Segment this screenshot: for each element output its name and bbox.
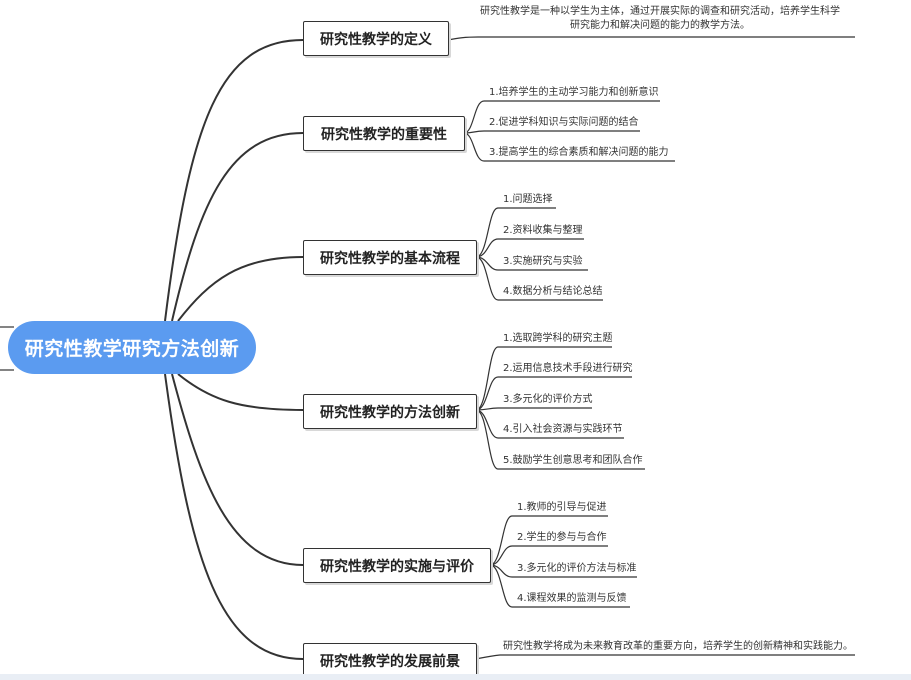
leaf-implementation-1[interactable]: 1.教师的引导与促进 [517,502,607,513]
branch-topic-importance[interactable]: 研究性教学的重要性 [303,116,465,151]
leaf-process-3[interactable]: 3.实施研究与实验 [503,256,583,267]
leaf-implementation-3[interactable]: 3.多元化的评价方法与标准 [517,563,637,574]
branch-topic-implementation-evaluation[interactable]: 研究性教学的实施与评价 [303,548,491,583]
leaf-process-2[interactable]: 2.资料收集与整理 [503,225,583,236]
leaf-implementation-4[interactable]: 4.课程效果的监测与反馈 [517,593,627,604]
leaf-importance-3[interactable]: 3.提高学生的综合素质和解决问题的能力 [489,147,669,158]
root-topic[interactable]: 研究性教学研究方法创新 [8,321,256,374]
root-connectors [164,39,304,660]
leaf-implementation-2[interactable]: 2.学生的参与与合作 [517,532,607,543]
connector-branch-6 [164,373,304,660]
connector-branch-1 [164,39,304,322]
leaf-lines-branch-3 [475,207,603,301]
branch-topic-definition[interactable]: 研究性教学的定义 [303,21,449,56]
leaf-lines-branch-6 [475,654,855,660]
leaf-process-1[interactable]: 1.问题选择 [503,194,553,205]
branch-topic-basic-process[interactable]: 研究性教学的基本流程 [303,240,477,275]
leaf-lines-branch-5 [489,515,637,608]
leaf-process-4[interactable]: 4.数据分析与结论总结 [503,286,603,297]
leaf-method-5[interactable]: 5.鼓励学生创意思考和团队合作 [503,455,643,466]
leaf-method-1[interactable]: 1.选取跨学科的研究主题 [503,333,613,344]
leaf-future-text[interactable]: 研究性教学将成为未来教育改革的重要方向，培养学生的创新精神和实践能力。 [503,641,853,652]
connector-branch-3 [177,256,304,322]
connector-branch-2 [171,132,304,322]
leaf-lines-branch-4 [475,346,645,470]
leaf-lines-branch-2 [463,100,675,162]
leaf-method-3[interactable]: 3.多元化的评价方式 [503,394,593,405]
leaf-importance-1[interactable]: 1.培养学生的主动学习能力和创新意识 [489,87,659,98]
connector-branch-5 [171,373,304,566]
bottom-scroll-bar [0,674,911,680]
leaf-lines-branch-1 [447,36,855,41]
leaf-importance-2[interactable]: 2.促进学科知识与实际问题的结合 [489,117,639,128]
leaf-method-4[interactable]: 4.引入社会资源与实践环节 [503,424,623,435]
connector-branch-4 [177,373,304,411]
leaf-method-2[interactable]: 2.运用信息技术手段进行研究 [503,363,633,374]
branch-topic-future-prospects[interactable]: 研究性教学的发展前景 [303,643,477,678]
leaf-definition-text[interactable]: 研究性教学是一种以学生为主体，通过开展实际的调查和研究活动，培养学生科学研究能力… [480,6,840,31]
branch-topic-method-innovation[interactable]: 研究性教学的方法创新 [303,394,477,429]
